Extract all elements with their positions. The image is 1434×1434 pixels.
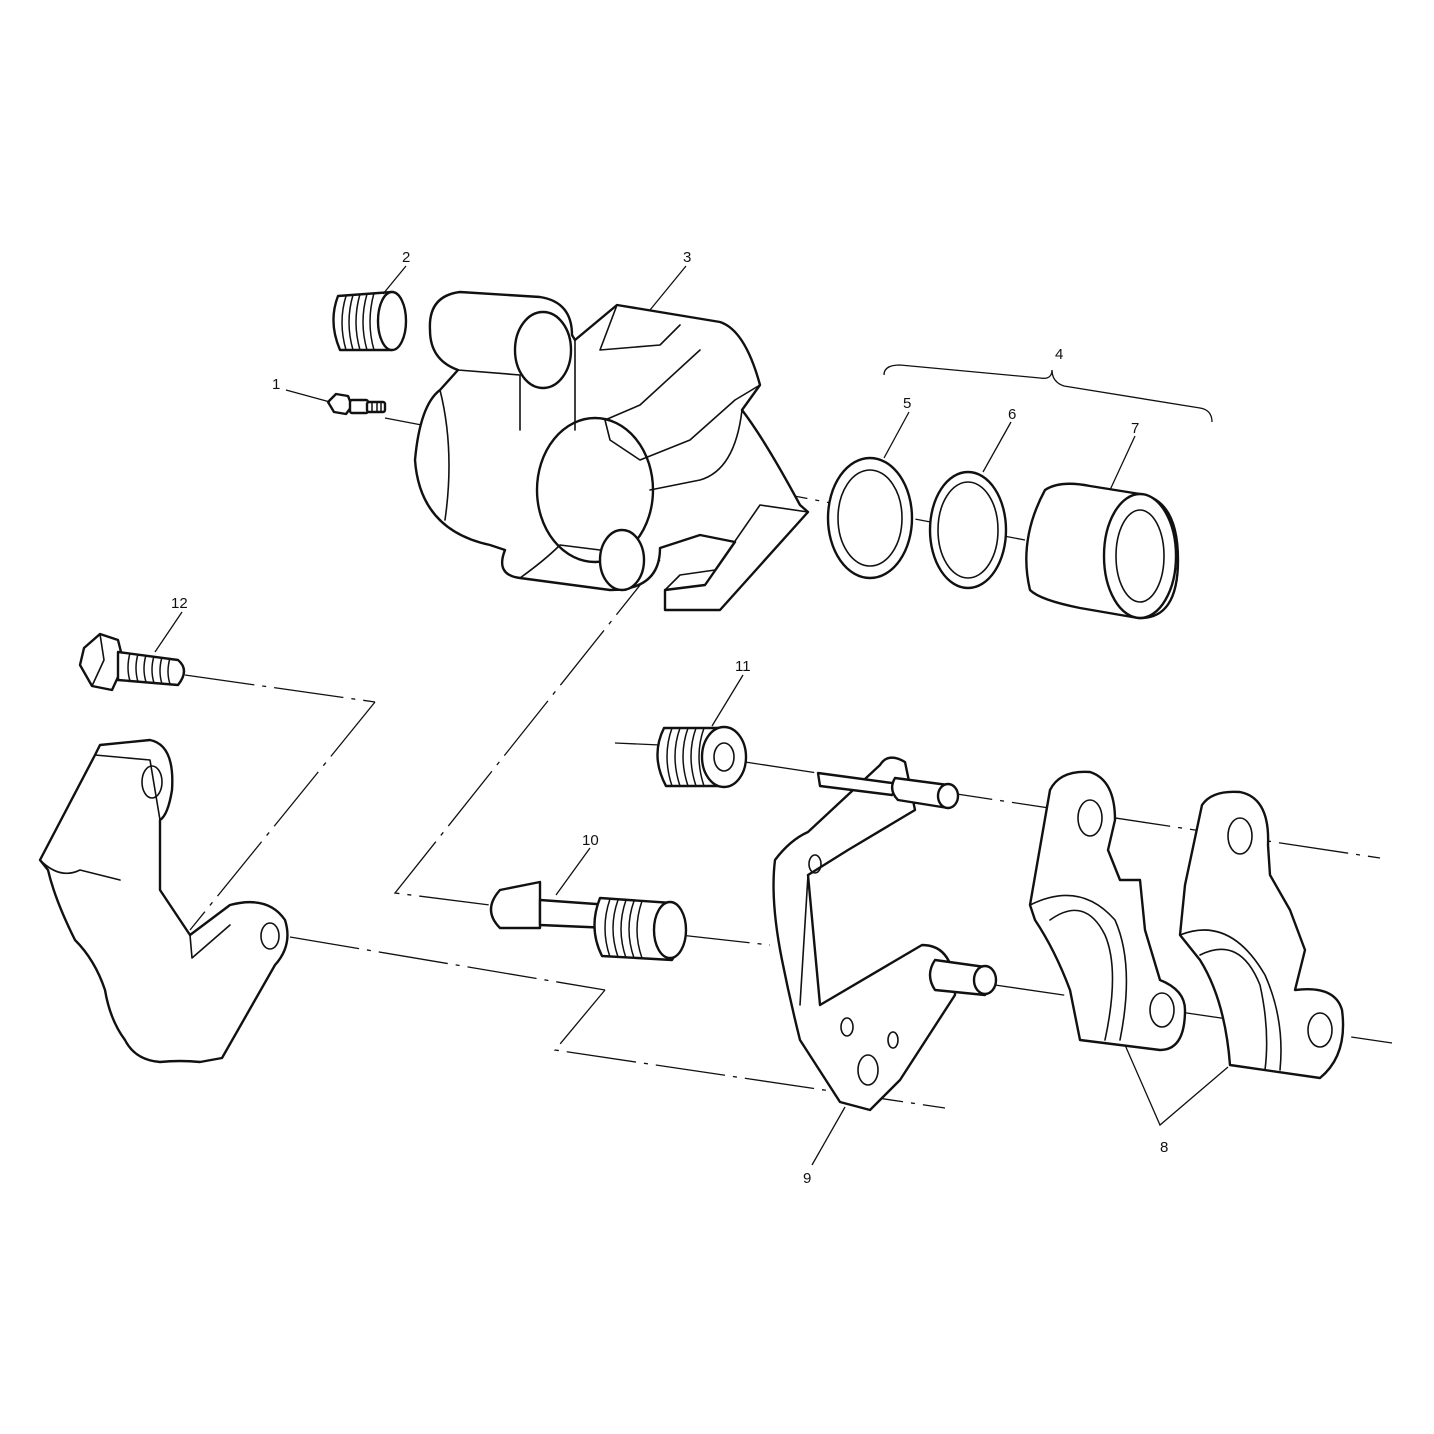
brake-pad-outer: [1178, 790, 1345, 1080]
caliper-bracket: [772, 756, 998, 1112]
callout-11: 11: [735, 658, 751, 675]
pin-bushing: [656, 725, 748, 789]
caliper-body: [413, 290, 810, 612]
piston: [1025, 482, 1180, 620]
guide-pin: [489, 880, 688, 962]
callout-9: 9: [803, 1170, 811, 1187]
callout-12: 12: [171, 595, 188, 612]
steering-knuckle: [38, 738, 289, 1064]
callout-1: 1: [272, 376, 280, 393]
callout-2: 2: [402, 249, 410, 266]
leader-lines: [154, 265, 1229, 1166]
callout-labels: 1 2 3 4 5 6 7 8 9 10 11 12: [171, 249, 1168, 1187]
callout-10: 10: [582, 832, 599, 849]
callout-5: 5: [903, 395, 911, 412]
bleeder-screw: [326, 392, 387, 416]
callout-3: 3: [683, 249, 691, 266]
callout-7: 7: [1131, 420, 1139, 437]
callout-6: 6: [1008, 406, 1016, 423]
callout-8: 8: [1160, 1139, 1168, 1156]
kit-bracket: [883, 364, 1213, 423]
mounting-bolt: [78, 632, 186, 692]
caliper-plug: [332, 290, 408, 352]
dust-seal: [928, 470, 1008, 590]
brake-pad-inner: [1028, 770, 1187, 1052]
piston-seal: [826, 456, 914, 580]
callout-4: 4: [1055, 346, 1063, 363]
